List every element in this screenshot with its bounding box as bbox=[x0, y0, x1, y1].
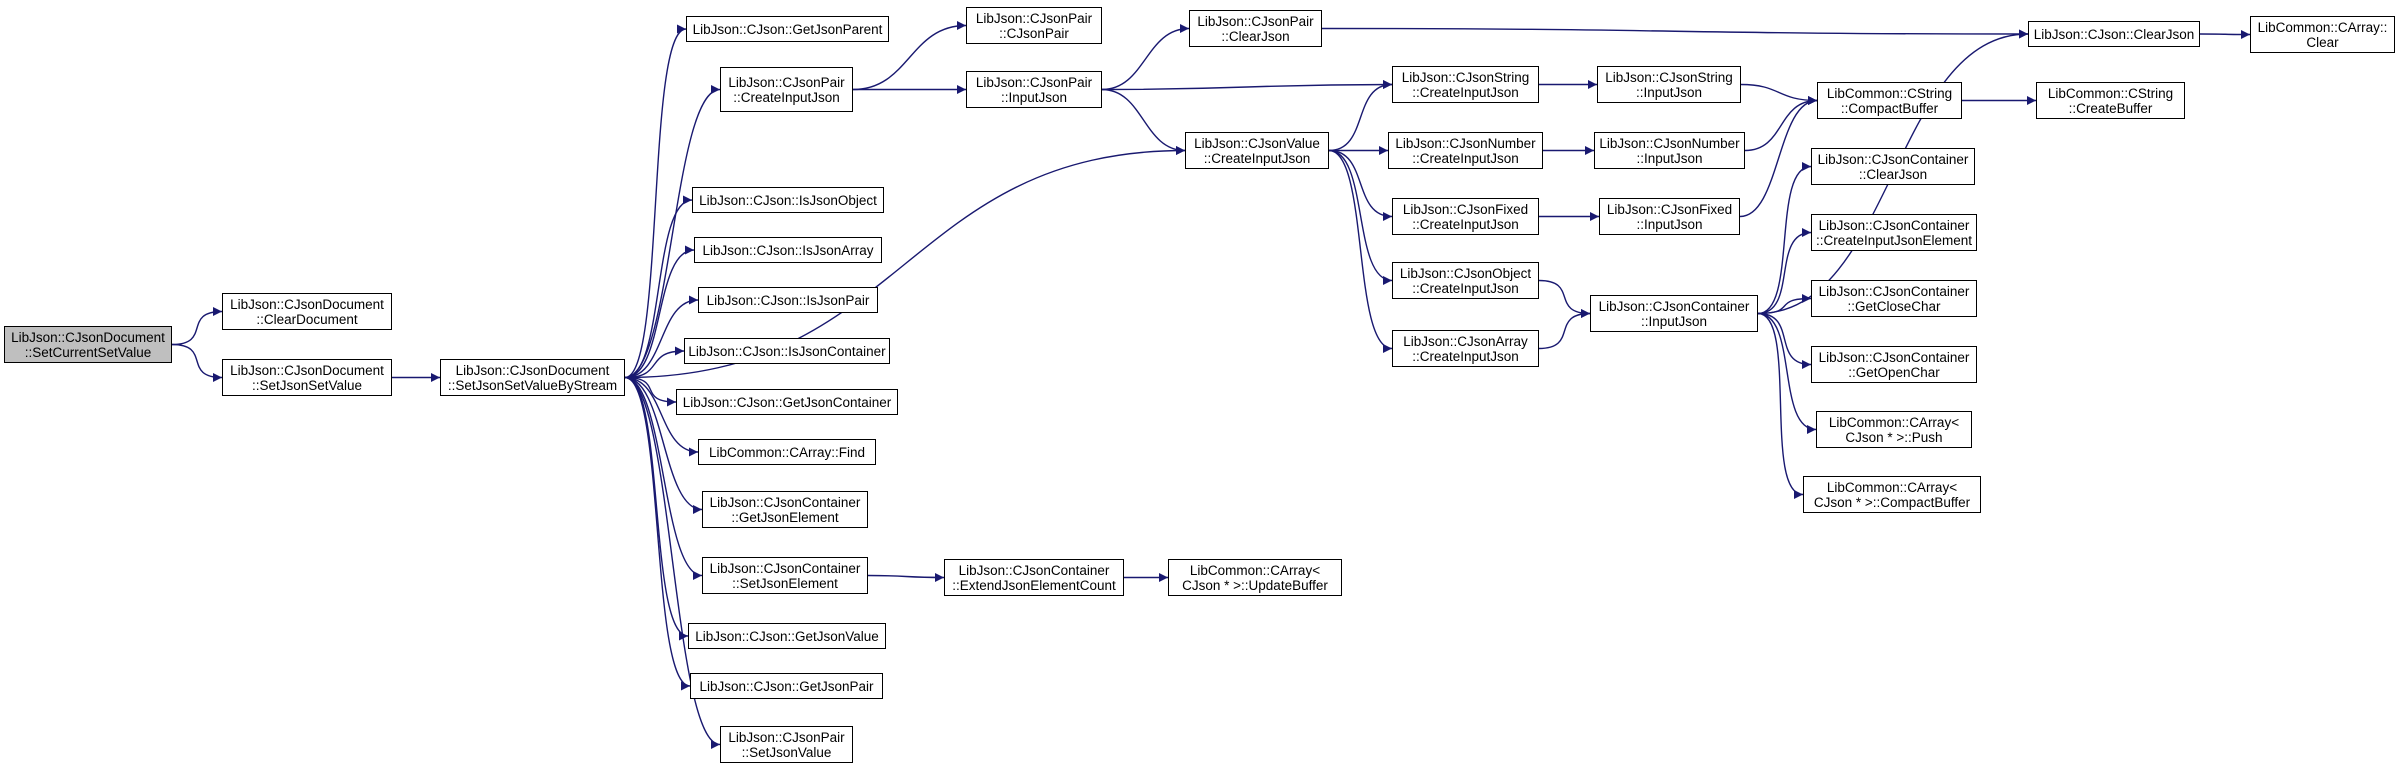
call-edge bbox=[1101, 88, 1186, 155]
call-edge bbox=[1740, 83, 1818, 105]
graph-node[interactable]: LibCommon::CString ::CreateBuffer bbox=[2036, 82, 2185, 119]
graph-node[interactable]: LibJson::CJsonDocument ::SetJsonSetValue… bbox=[440, 359, 625, 396]
call-edge bbox=[171, 343, 223, 382]
call-edge bbox=[1757, 294, 1812, 315]
graph-node[interactable]: LibJson::CJsonDocument ::SetJsonSetValue bbox=[222, 359, 392, 396]
graph-node[interactable]: LibJson::CJson::GetJsonParent bbox=[686, 16, 889, 42]
call-edge bbox=[1744, 96, 1818, 152]
graph-node[interactable]: LibJson::CJsonFixed ::InputJson bbox=[1599, 198, 1740, 235]
graph-node[interactable]: LibJson::CJsonArray ::CreateInputJson bbox=[1392, 330, 1539, 367]
call-edge bbox=[624, 295, 699, 379]
graph-node[interactable]: LibJson::CJsonContainer ::GetJsonElement bbox=[702, 491, 868, 528]
call-edge bbox=[1328, 149, 1393, 285]
call-edge bbox=[624, 376, 689, 641]
call-edge bbox=[1757, 312, 1817, 434]
graph-node[interactable]: LibJson::CJsonObject ::CreateInputJson bbox=[1392, 262, 1539, 299]
call-edge bbox=[1757, 162, 1812, 315]
graph-node[interactable]: LibCommon::CString ::CompactBuffer bbox=[1817, 82, 1962, 119]
graph-node[interactable]: LibJson::CJson::IsJsonContainer bbox=[684, 338, 890, 364]
call-edge bbox=[624, 245, 695, 379]
call-edge bbox=[1328, 149, 1393, 353]
graph-node[interactable]: LibJson::CJsonPair ::CreateInputJson bbox=[720, 67, 853, 112]
graph-node[interactable]: LibCommon::CArray< CJson * >::Push bbox=[1816, 411, 1972, 448]
call-edge bbox=[624, 195, 693, 379]
graph-node[interactable]: LibJson::CJsonContainer ::CreateInputJso… bbox=[1811, 214, 1977, 251]
call-edge bbox=[624, 85, 721, 379]
graph-node[interactable]: LibJson::CJsonContainer ::InputJson bbox=[1590, 295, 1758, 332]
graph-node[interactable]: LibJson::CJsonContainer ::ExtendJsonElem… bbox=[944, 559, 1124, 596]
graph-node[interactable]: LibJson::CJsonDocument ::ClearDocument bbox=[222, 293, 392, 330]
call-edge bbox=[2199, 29, 2251, 39]
call-edge bbox=[1538, 309, 1591, 350]
graph-node[interactable]: LibCommon::CArray< CJson * >::UpdateBuff… bbox=[1168, 559, 1342, 596]
call-edge bbox=[171, 307, 223, 346]
call-edge bbox=[1757, 228, 1812, 315]
graph-node[interactable]: LibJson::CJsonNumber ::InputJson bbox=[1594, 132, 1745, 169]
graph-node[interactable]: LibJson::CJsonString ::InputJson bbox=[1597, 66, 1741, 103]
call-edge bbox=[624, 376, 691, 691]
graph-node[interactable]: LibJson::CJson::IsJsonArray bbox=[694, 237, 882, 263]
graph-node[interactable]: LibJson::CJson::GetJsonPair bbox=[690, 673, 883, 699]
graph-node[interactable]: LibJson::CJsonContainer ::GetOpenChar bbox=[1811, 346, 1977, 383]
call-edge bbox=[624, 24, 687, 379]
graph-node[interactable]: LibJson::CJson::GetJsonContainer bbox=[676, 389, 898, 415]
call-edge bbox=[1321, 27, 2029, 39]
graph-node[interactable]: LibJson::CJsonString ::CreateInputJson bbox=[1392, 66, 1539, 103]
graph-node[interactable]: LibJson::CJsonPair ::InputJson bbox=[966, 71, 1102, 108]
call-edge bbox=[624, 376, 699, 457]
call-edge bbox=[624, 376, 703, 580]
call-edge bbox=[1538, 279, 1591, 318]
call-edge bbox=[624, 346, 685, 379]
call-edge bbox=[867, 572, 945, 582]
call-edge bbox=[1101, 80, 1393, 91]
graph-node[interactable]: LibJson::CJsonContainer ::GetCloseChar bbox=[1811, 280, 1977, 317]
graph-node[interactable]: LibJson::CJson::ClearJson bbox=[2028, 21, 2200, 47]
graph-node[interactable]: LibJson::CJsonPair ::ClearJson bbox=[1189, 10, 1322, 47]
call-edge bbox=[624, 146, 1186, 379]
call-edge bbox=[1757, 312, 1804, 499]
call-edge bbox=[1739, 96, 1818, 218]
graph-node[interactable]: LibJson::CJsonPair ::CJsonPair bbox=[966, 7, 1102, 44]
graph-node[interactable]: LibJson::CJsonFixed ::CreateInputJson bbox=[1392, 198, 1539, 235]
graph-node[interactable]: LibCommon::CArray< CJson * >::CompactBuf… bbox=[1803, 476, 1981, 513]
call-edge bbox=[624, 376, 721, 749]
graph-node[interactable]: LibCommon::CArray:: Clear bbox=[2250, 16, 2395, 53]
graph-node[interactable]: LibJson::CJsonContainer ::SetJsonElement bbox=[702, 557, 868, 594]
graph-node[interactable]: LibJson::CJsonValue ::CreateInputJson bbox=[1185, 132, 1329, 169]
graph-node[interactable]: LibJson::CJson::IsJsonObject bbox=[692, 187, 884, 213]
graph-node[interactable]: LibJson::CJson::GetJsonValue bbox=[688, 623, 886, 649]
graph-root-node: LibJson::CJsonDocument ::SetCurrentSetVa… bbox=[4, 326, 172, 363]
call-edge bbox=[1328, 149, 1393, 221]
graph-node[interactable]: LibJson::CJsonNumber ::CreateInputJson bbox=[1388, 132, 1543, 169]
call-edge bbox=[1328, 80, 1393, 152]
graph-node[interactable]: LibCommon::CArray::Find bbox=[698, 439, 876, 465]
graph-node[interactable]: LibJson::CJsonContainer ::ClearJson bbox=[1811, 148, 1975, 185]
call-edge bbox=[624, 376, 677, 407]
graph-node[interactable]: LibJson::CJsonPair ::SetJsonValue bbox=[720, 726, 853, 763]
call-edge bbox=[624, 376, 703, 514]
graph-node[interactable]: LibJson::CJson::IsJsonPair bbox=[698, 287, 878, 313]
call-edge bbox=[852, 21, 967, 91]
call-edge bbox=[1101, 24, 1190, 91]
call-edge bbox=[1757, 312, 1812, 369]
